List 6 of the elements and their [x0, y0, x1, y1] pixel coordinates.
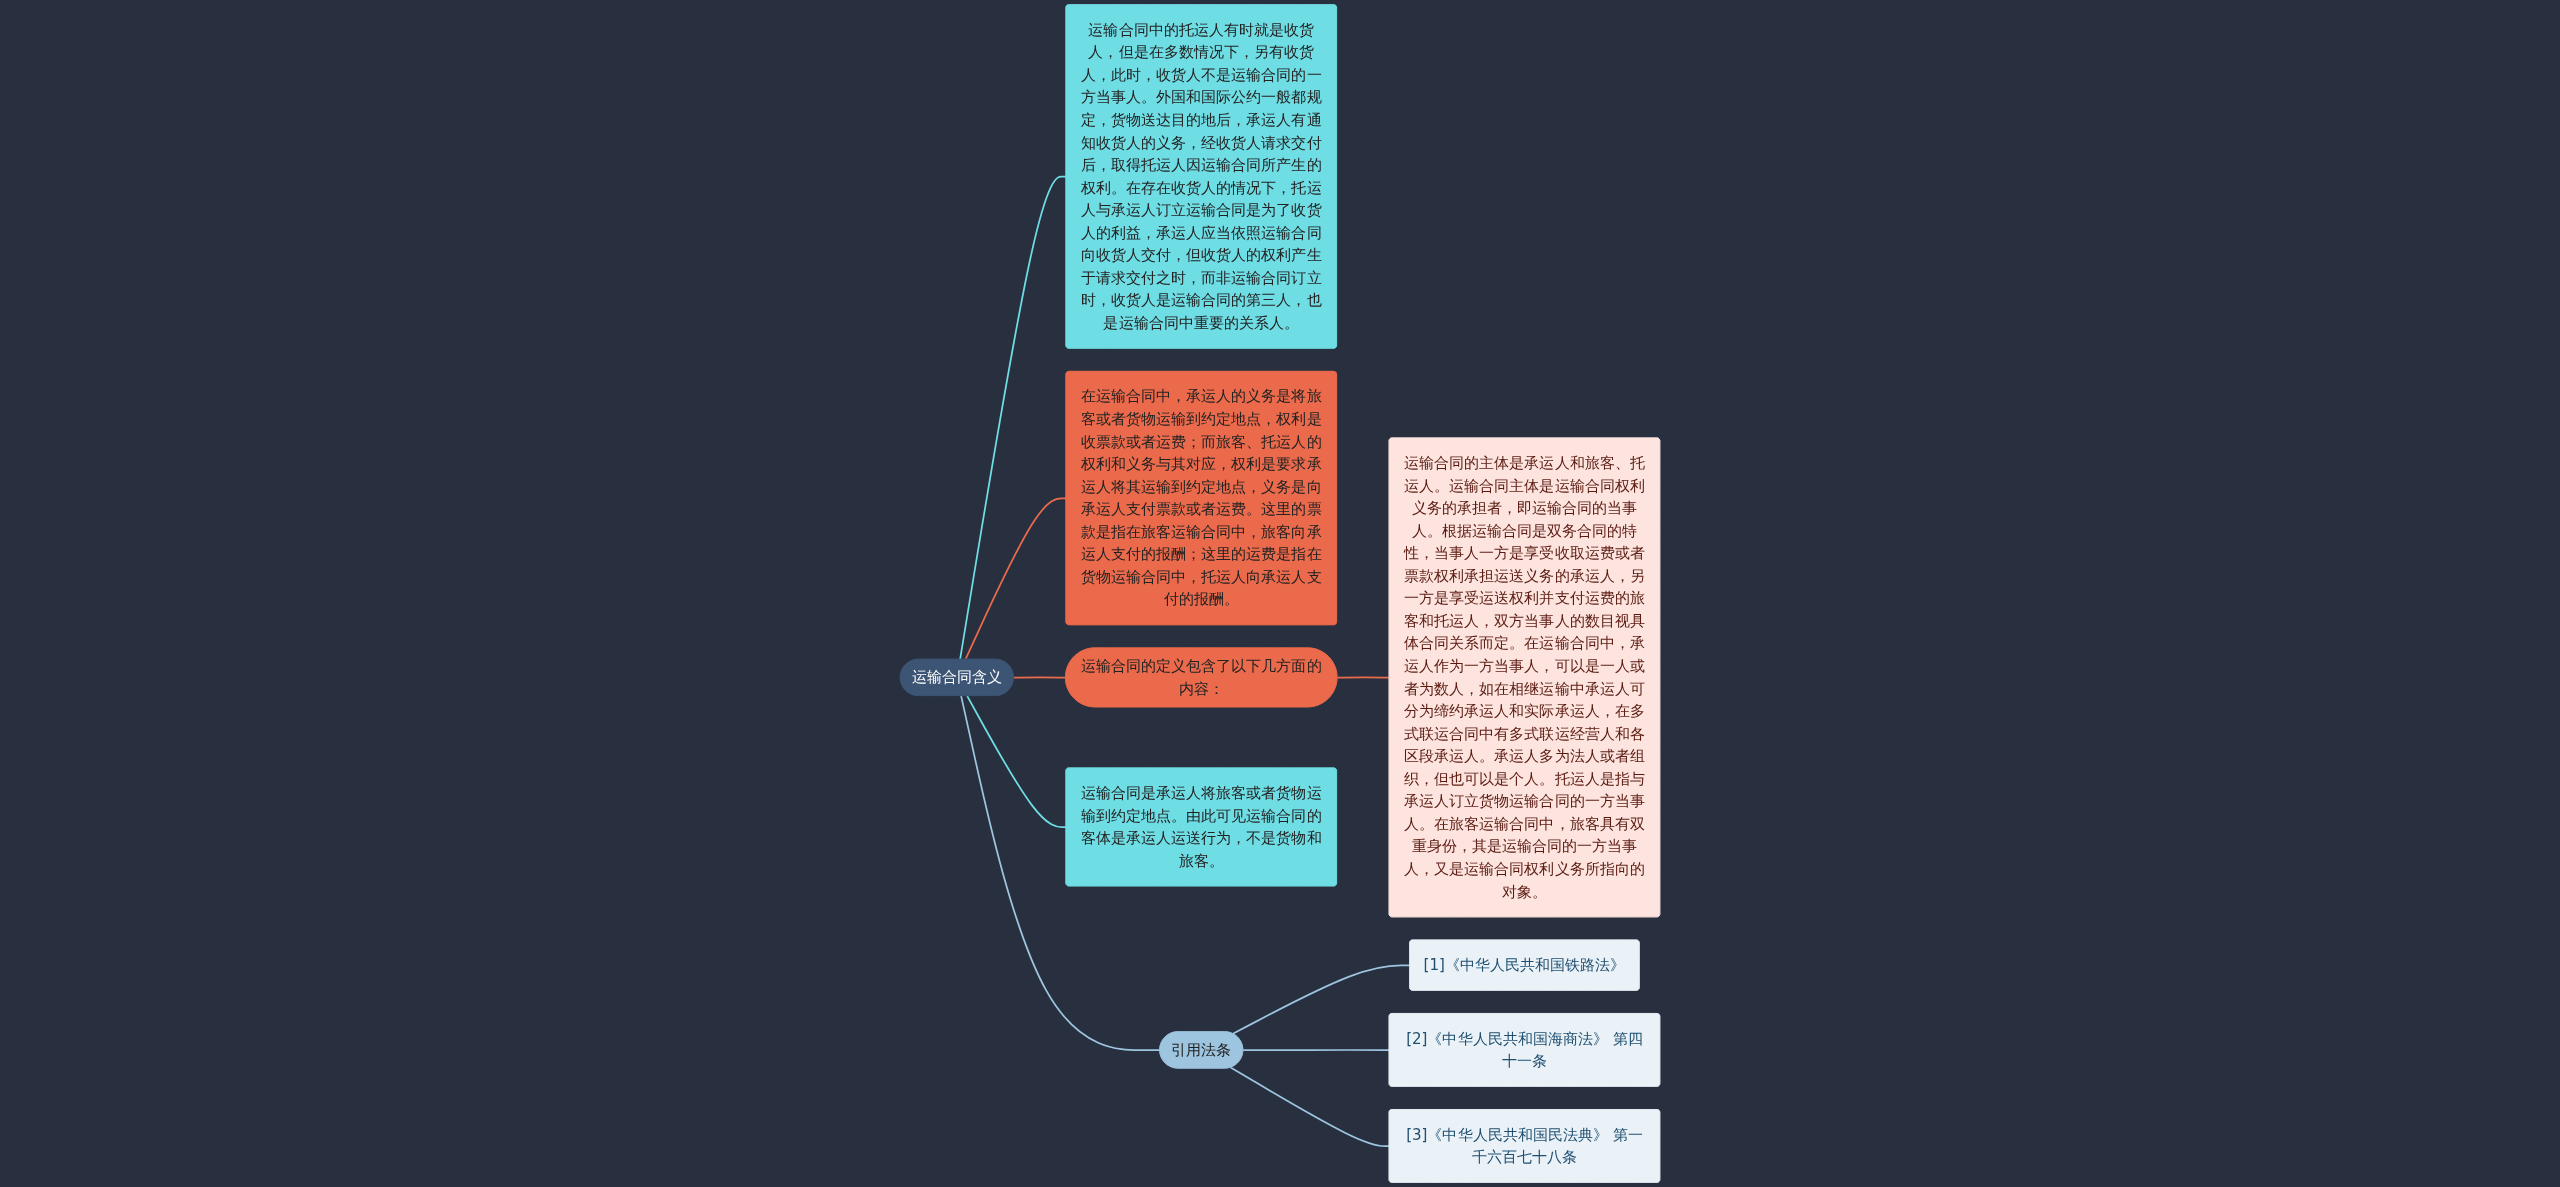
connector [1336, 676, 1391, 679]
connector [1229, 1066, 1391, 1148]
connector [1242, 1049, 1391, 1052]
connector [1012, 676, 1067, 679]
connector [1231, 964, 1411, 1035]
connector [960, 695, 1161, 1052]
